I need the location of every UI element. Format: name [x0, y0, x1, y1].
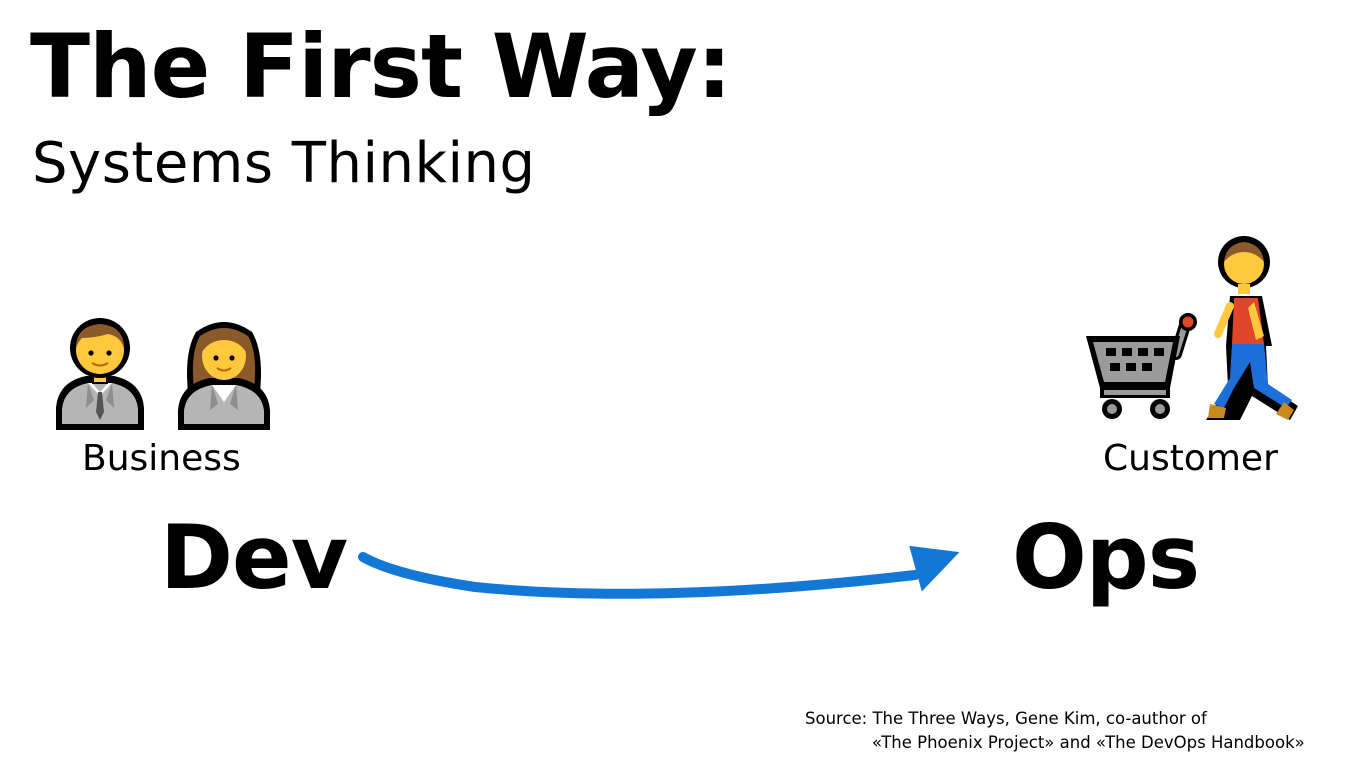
flow-arrow-icon — [358, 545, 960, 599]
shopping-cart-icon — [1086, 313, 1197, 419]
dev-term: Dev — [160, 506, 348, 609]
slide-title: The First Way: — [30, 15, 732, 118]
man-in-suit-icon — [56, 318, 144, 430]
customer-label: Customer — [1103, 438, 1278, 479]
slide-subtitle: Systems Thinking — [32, 131, 536, 196]
source-citation: Source: The Three Ways, Gene Kim, co-aut… — [805, 707, 1325, 755]
customer-shopping-icon — [1086, 236, 1298, 420]
source-line-2: «The Phoenix Project» and «The DevOps Ha… — [872, 733, 1305, 752]
ops-term: Ops — [1012, 506, 1200, 609]
person-walking-icon — [1206, 236, 1298, 420]
source-line-1: Source: The Three Ways, Gene Kim, co-aut… — [805, 709, 1207, 728]
business-label: Business — [82, 438, 241, 479]
woman-in-suit-icon — [178, 322, 270, 430]
